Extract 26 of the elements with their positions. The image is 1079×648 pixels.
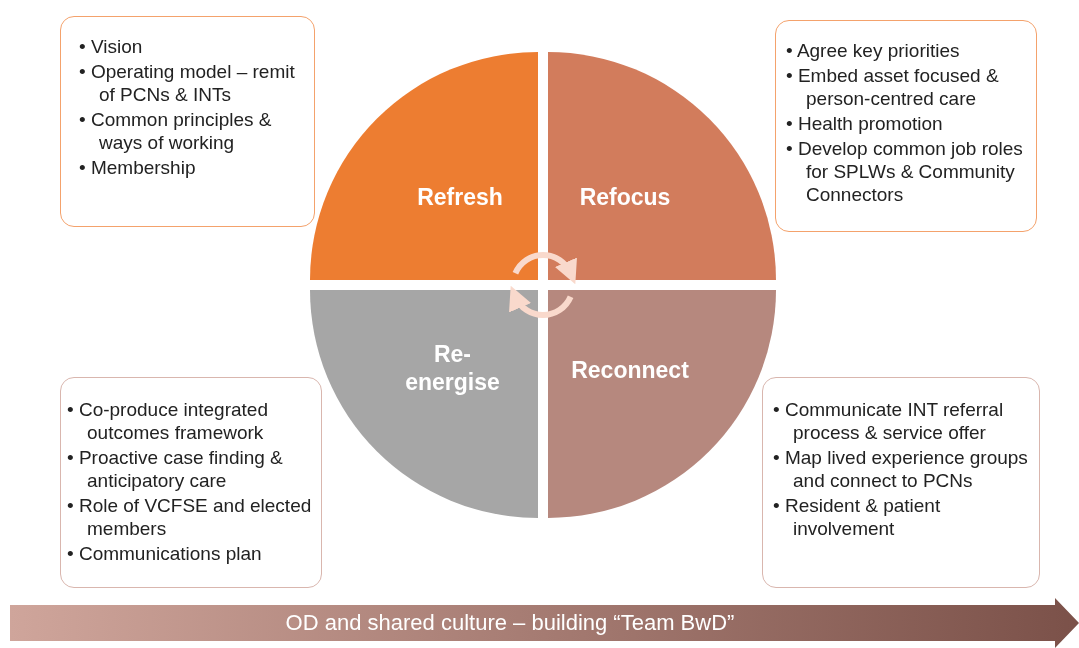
bullet-item: • Operating model – remit of PCNs & INTs bbox=[79, 60, 296, 106]
bullet-item: • Develop common job roles for SPLWs & Community Connectors bbox=[786, 137, 1024, 206]
curved-arrow bbox=[510, 286, 574, 318]
bullet-item: • Vision bbox=[79, 35, 144, 58]
quadrant-label: Refresh bbox=[416, 183, 504, 211]
curved-arrow bbox=[512, 252, 576, 284]
bullet-item: • Role of VCFSE and elected members bbox=[67, 494, 313, 540]
text-box bbox=[762, 377, 1040, 588]
quadrant-label: Re-energise bbox=[405, 340, 500, 396]
quadrant-label: Refocus bbox=[578, 183, 672, 211]
bullet-item: • Health promotion bbox=[786, 112, 944, 135]
bullet-item: • Common principles & ways of working bbox=[79, 108, 273, 154]
bullet-item: • Agree key priorities bbox=[786, 39, 961, 62]
text-box bbox=[60, 377, 322, 588]
bullet-item: • Co-produce integrated outcomes framework bbox=[67, 398, 269, 444]
bullet-item: • Communications plan bbox=[67, 542, 263, 565]
bullet-item: • Resident & patient involvement bbox=[773, 494, 942, 540]
text-box bbox=[775, 20, 1037, 232]
bullet-item: • Embed asset focused & person-centred care bbox=[786, 64, 1000, 110]
text-box bbox=[60, 16, 315, 227]
band-label: OD and shared culture – building “Team BwD” bbox=[284, 610, 736, 636]
quadrant-label: Reconnect bbox=[570, 356, 690, 384]
bullet-item: • Map lived experience groups and connect to PCNs bbox=[773, 446, 1029, 492]
bullet-item: • Communicate INT referral process & service offer bbox=[773, 398, 1005, 444]
bullet-item: • Membership bbox=[79, 156, 197, 179]
bullet-item: • Proactive case finding & anticipatory care bbox=[67, 446, 284, 492]
